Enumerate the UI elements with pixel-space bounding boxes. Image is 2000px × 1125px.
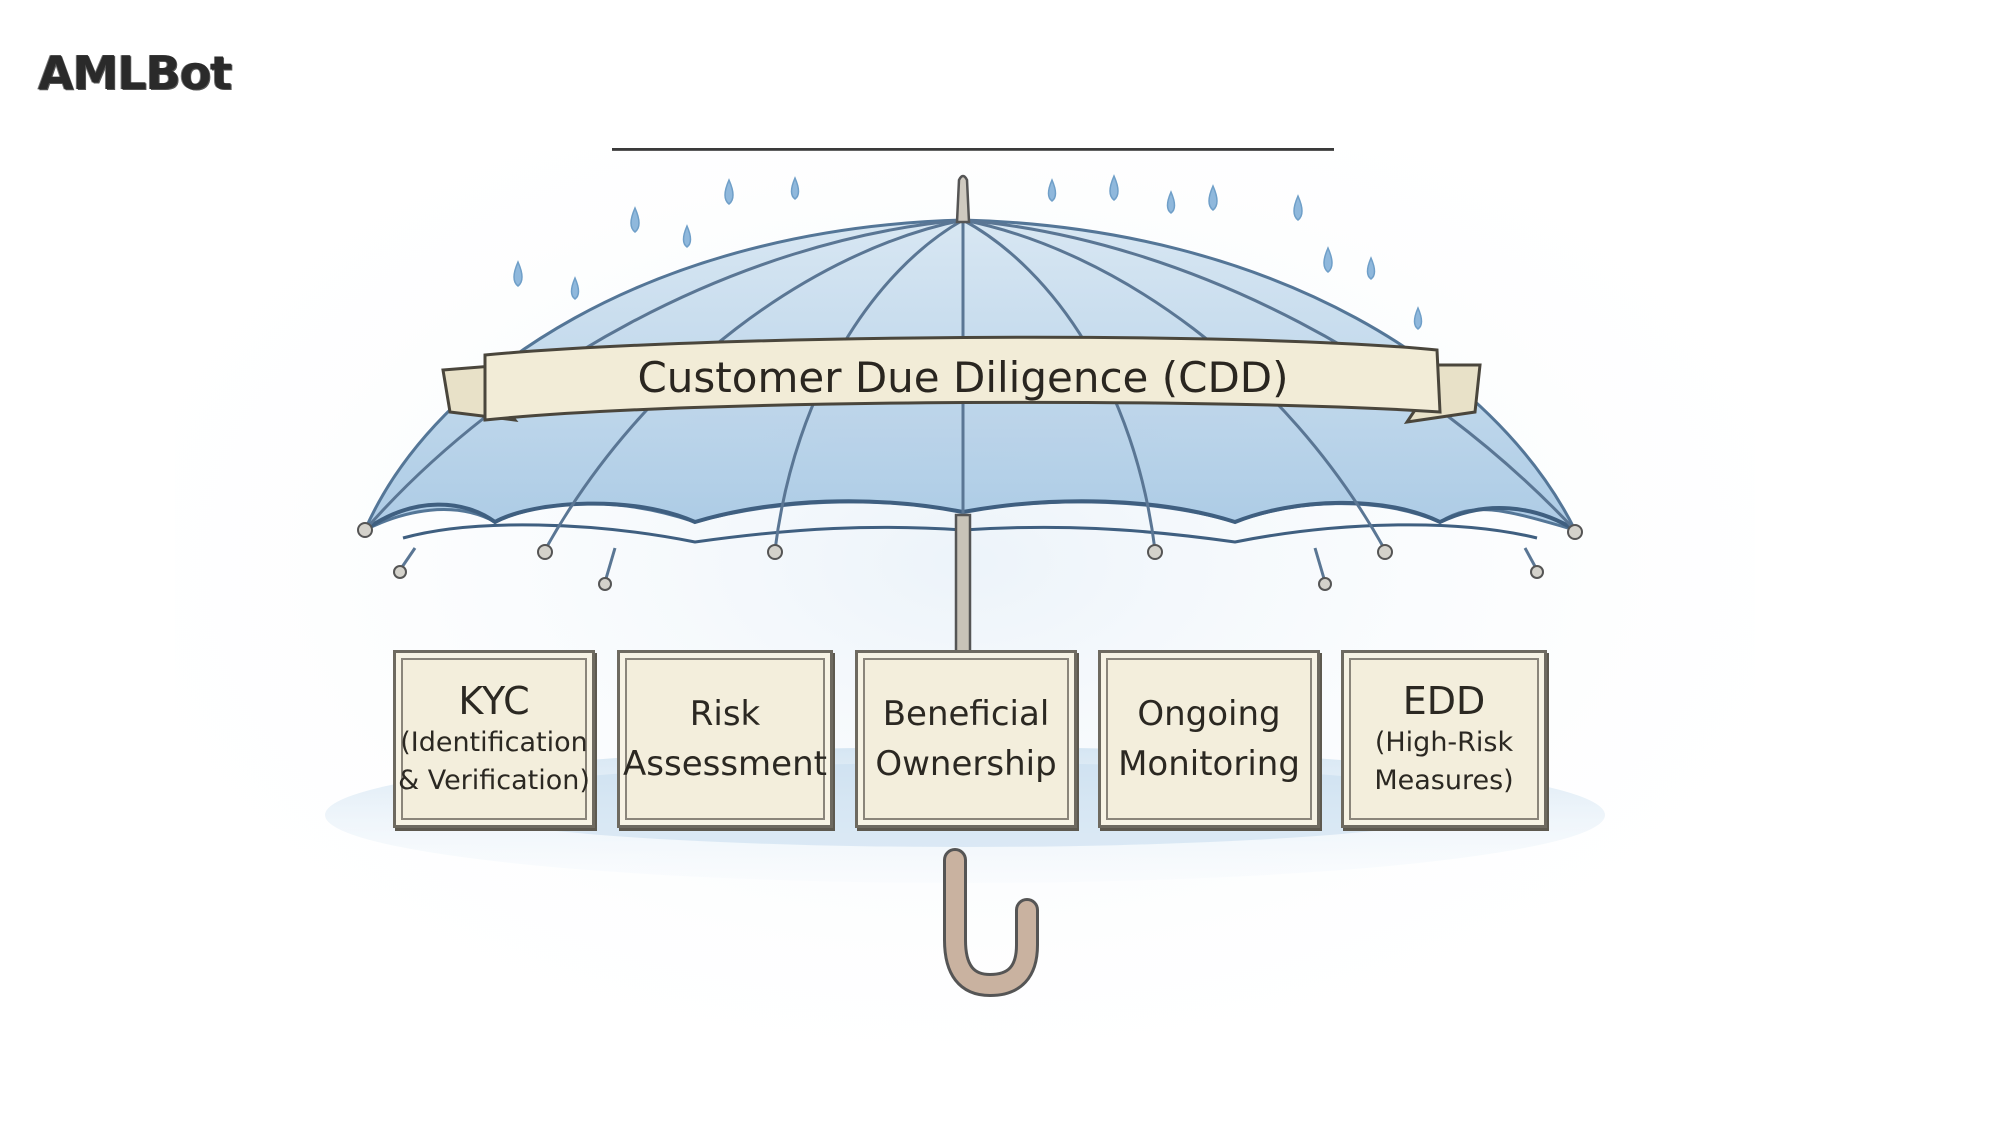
card-kyc: KYC (Identification & Verification) bbox=[393, 650, 595, 828]
card-risk-assessment: Risk Assessment bbox=[617, 650, 833, 828]
banner-title: Customer Due Diligence (CDD) bbox=[637, 353, 1288, 402]
card-risk-line-2: Assessment bbox=[623, 744, 827, 784]
header-divider bbox=[612, 148, 1334, 151]
card-beneficial-line-2: Ownership bbox=[875, 744, 1057, 784]
card-ongoing-line-2: Monitoring bbox=[1118, 744, 1300, 784]
card-ongoing-monitoring: Ongoing Monitoring bbox=[1098, 650, 1320, 828]
card-ongoing-line-1: Ongoing bbox=[1137, 694, 1281, 734]
card-kyc-subtitle-2: & Verification) bbox=[398, 765, 590, 796]
brand-logo: AMLBot bbox=[38, 46, 232, 100]
card-beneficial-ownership: Beneficial Ownership bbox=[855, 650, 1077, 828]
card-kyc-subtitle-1: (Identification bbox=[400, 727, 588, 758]
raindrops bbox=[513, 174, 1423, 330]
umbrella-illustration: Customer Due Diligence (CDD) bbox=[175, 150, 1755, 1065]
umbrella-svg: Customer Due Diligence (CDD) bbox=[175, 150, 1755, 1065]
card-risk-line-1: Risk bbox=[689, 694, 761, 734]
card-edd-subtitle-2: Measures) bbox=[1374, 765, 1514, 796]
card-kyc-title: KYC bbox=[458, 679, 530, 723]
cdd-banner: Customer Due Diligence (CDD) bbox=[441, 335, 1482, 424]
card-edd: EDD (High-Risk Measures) bbox=[1341, 650, 1547, 828]
card-edd-title: EDD bbox=[1402, 679, 1486, 723]
card-beneficial-line-1: Beneficial bbox=[882, 694, 1050, 734]
card-edd-subtitle-1: (High-Risk bbox=[1374, 727, 1514, 758]
